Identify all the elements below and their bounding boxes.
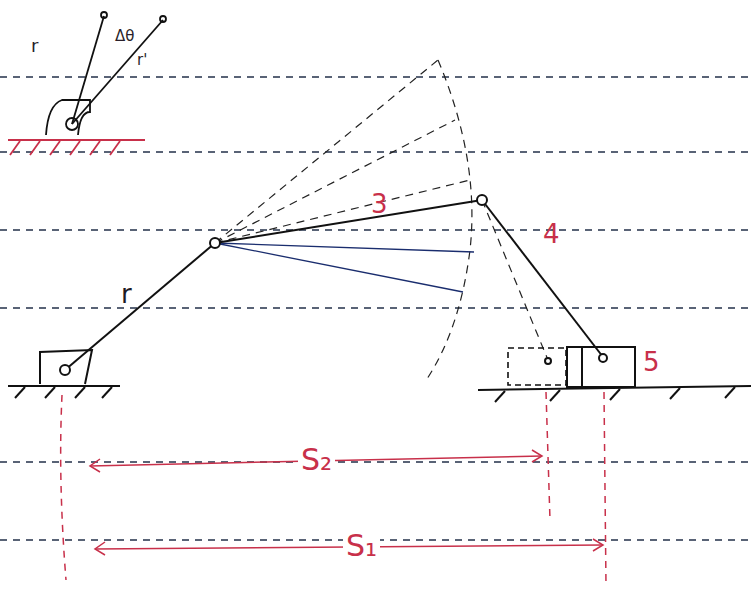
dimension-label: S₂ (298, 444, 335, 476)
part-number: 4 (540, 220, 563, 248)
dimension-lines (61, 392, 606, 585)
radius-label: r' (134, 52, 150, 69)
angle-label: Δθ (112, 28, 137, 45)
ruled-lines (0, 77, 751, 540)
blue-lines (215, 243, 474, 292)
dimension-label: S₁ (343, 530, 380, 562)
part-label: r (118, 280, 135, 308)
part-number: 3 (368, 190, 391, 218)
part-number: 5 (640, 348, 663, 376)
linkage (60, 195, 635, 387)
ground (8, 350, 751, 402)
radius-label: r (28, 36, 41, 56)
inset-crank (8, 12, 166, 155)
